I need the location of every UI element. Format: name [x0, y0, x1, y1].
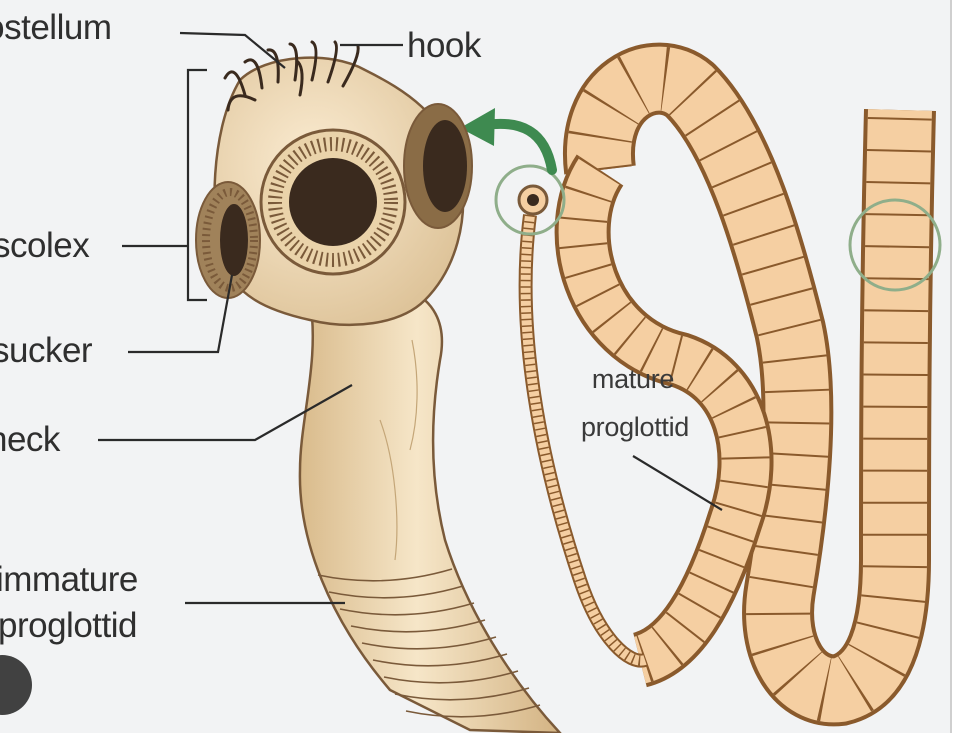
label-mature-line1: mature — [591, 364, 675, 394]
immature-proglottid-ring — [383, 670, 519, 684]
scolex-head — [195, 40, 473, 327]
immature-proglottid-ring — [350, 619, 486, 633]
leader-mature — [632, 455, 723, 511]
left-sucker — [195, 181, 261, 299]
immature-proglottid-ring — [405, 704, 541, 718]
label-scolex: scolex — [0, 226, 90, 265]
leader-sucker — [128, 274, 234, 354]
thin-body-segments — [520, 214, 647, 666]
right-edge-strip — [950, 0, 965, 733]
immature-proglottid-ring — [339, 602, 475, 616]
right-sucker — [403, 103, 473, 229]
neck-crease — [409, 339, 418, 451]
hook-icon — [296, 60, 304, 97]
label-hook: hook — [407, 26, 481, 65]
front-sucker — [259, 128, 407, 276]
immature-proglottid-ring — [394, 687, 530, 701]
small-tapeworm — [517, 184, 648, 668]
label-neck: neck — [0, 420, 60, 459]
immature-proglottid-ring — [317, 568, 453, 582]
neck-crease — [379, 419, 398, 561]
hook-icon — [223, 70, 247, 97]
leader-lines — [98, 31, 723, 605]
label-rostellum: rostellum — [0, 8, 112, 47]
label-immature-line2: proglottid — [0, 606, 137, 645]
label-sucker: sucker — [0, 331, 93, 370]
neck-and-immature-region — [298, 288, 562, 733]
strobila — [554, 42, 936, 727]
leader-rostellum — [179, 31, 286, 69]
neck-body — [298, 288, 562, 733]
hook-icon — [341, 44, 360, 88]
hook-icon — [326, 40, 338, 84]
label-mature-line2: proglottid — [580, 412, 690, 442]
hook-icon — [266, 48, 280, 84]
scolex-bracket — [186, 68, 207, 302]
hook-icon — [243, 58, 264, 90]
strobila-fill — [567, 46, 932, 723]
rostellum-hooks — [223, 40, 360, 112]
hook-icon — [226, 94, 257, 112]
highlight-circle-head — [494, 164, 566, 236]
small-head-core — [527, 194, 539, 206]
hook-icon — [310, 40, 318, 82]
curved-arrow-icon — [460, 108, 557, 175]
immature-proglottid-rings — [317, 568, 541, 718]
leader-neck — [98, 384, 353, 442]
label-immature-line1: immature — [0, 560, 138, 599]
immature-proglottid-ring — [328, 585, 464, 599]
immature-proglottid-ring — [361, 636, 497, 650]
immature-proglottid-ring — [372, 653, 508, 667]
hook-icon — [288, 42, 299, 82]
strobila-loop-fill — [558, 156, 770, 684]
highlight-circle-segment — [848, 198, 942, 292]
